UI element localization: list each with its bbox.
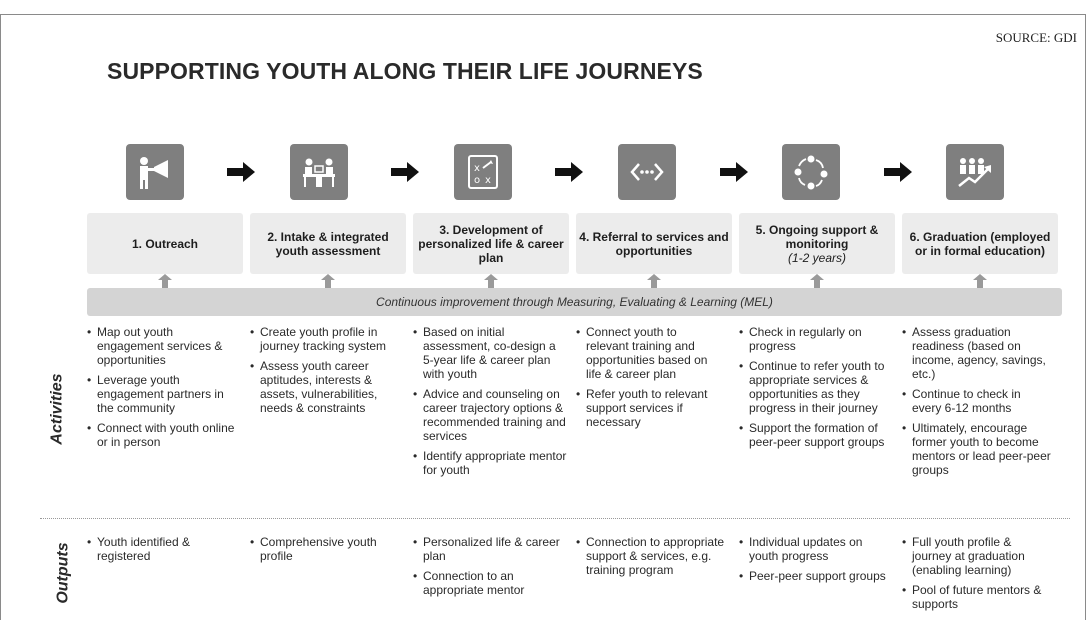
flow-arrow-icon [227, 162, 255, 182]
activity-item: Connect youth to relevant training and o… [576, 325, 720, 381]
activity-item: Check in regularly on progress [739, 325, 889, 353]
two-people-desk-icon [290, 144, 348, 200]
svg-text:x: x [474, 163, 480, 174]
activity-item: Advice and counseling on career trajecto… [413, 387, 567, 443]
stage-box-intake: 2. Intake & integrated youth assessment [250, 213, 406, 274]
activity-item: Support the formation of peer-peer suppo… [739, 421, 889, 449]
stage-box-referral: 4. Referral to services and opportunitie… [576, 213, 732, 274]
stage-box-graduation: 6. Graduation (employed or in formal edu… [902, 213, 1058, 274]
activity-item: Continue to check in every 6-12 months [902, 387, 1052, 415]
outputs-col-outreach: Youth identified & registered [87, 535, 237, 569]
activities-col-referral: Connect youth to relevant training and o… [576, 325, 720, 435]
mel-bar: Continuous improvement through Measuring… [87, 288, 1062, 316]
outputs-col-graduation: Full youth profile & journey at graduati… [902, 535, 1052, 617]
stage-box-plan: 3. Development of personalized life & ca… [413, 213, 569, 274]
activity-item: Identify appropriate mentor for youth [413, 449, 567, 477]
activities-label: Activities [48, 373, 66, 445]
output-item: Comprehensive youth profile [250, 535, 400, 563]
outputs-label: Outputs [54, 542, 72, 604]
stage-box-support: 5. Ongoing support & monitoring(1-2 year… [739, 213, 895, 274]
svg-text:x: x [485, 175, 491, 186]
outputs-col-referral: Connection to appropriate support & serv… [576, 535, 726, 583]
row-divider [40, 518, 1070, 519]
output-item: Youth identified & registered [87, 535, 237, 563]
activity-item: Based on initial assessment, co-design a… [413, 325, 567, 381]
outputs-col-intake: Comprehensive youth profile [250, 535, 400, 569]
activities-col-support: Check in regularly on progressContinue t… [739, 325, 889, 455]
svg-text:o: o [474, 175, 480, 186]
flow-arrow-icon [555, 162, 583, 182]
activities-col-outreach: Map out youth engagement services & oppo… [87, 325, 237, 455]
output-item: Connection to an appropriate mentor [413, 569, 563, 597]
activities-col-intake: Create youth profile in journey tracking… [250, 325, 400, 421]
source-note: SOURCE: GDI [995, 30, 1077, 45]
megaphone-person-icon [126, 144, 184, 200]
activity-item: Leverage youth engagement partners in th… [87, 373, 237, 415]
stage-box-outreach: 1. Outreach [87, 213, 243, 274]
output-item: Pool of future mentors & supports [902, 583, 1052, 611]
activity-item: Continue to refer youth to appropriate s… [739, 359, 889, 415]
activity-item: Create youth profile in journey tracking… [250, 325, 400, 353]
activity-item: Map out youth engagement services & oppo… [87, 325, 237, 367]
output-item: Individual updates on youth progress [739, 535, 889, 563]
flow-arrow-icon [884, 162, 912, 182]
activity-item: Refer youth to relevant support services… [576, 387, 720, 429]
output-item: Peer-peer support groups [739, 569, 889, 583]
people-growth-icon [946, 144, 1004, 200]
outputs-col-support: Individual updates on youth progressPeer… [739, 535, 889, 589]
output-item: Connection to appropriate support & serv… [576, 535, 726, 577]
outputs-col-plan: Personalized life & career planConnectio… [413, 535, 563, 603]
output-item: Personalized life & career plan [413, 535, 563, 563]
activity-item: Connect with youth online or in person [87, 421, 237, 449]
figure-frame [0, 14, 1086, 620]
activities-col-graduation: Assess graduation readiness (based on in… [902, 325, 1052, 483]
cycle-monitoring-icon [782, 144, 840, 200]
activity-item: Assess graduation readiness (based on in… [902, 325, 1052, 381]
output-item: Full youth profile & journey at graduati… [902, 535, 1052, 577]
flow-arrow-icon [391, 162, 419, 182]
activity-item: Assess youth career aptitudes, interests… [250, 359, 400, 415]
flow-arrow-icon [720, 162, 748, 182]
page-title: SUPPORTING YOUTH ALONG THEIR LIFE JOURNE… [107, 58, 703, 84]
referral-arrows-icon [618, 144, 676, 200]
activity-item: Ultimately, encourage former youth to be… [902, 421, 1052, 477]
activities-col-plan: Based on initial assessment, co-design a… [413, 325, 567, 483]
